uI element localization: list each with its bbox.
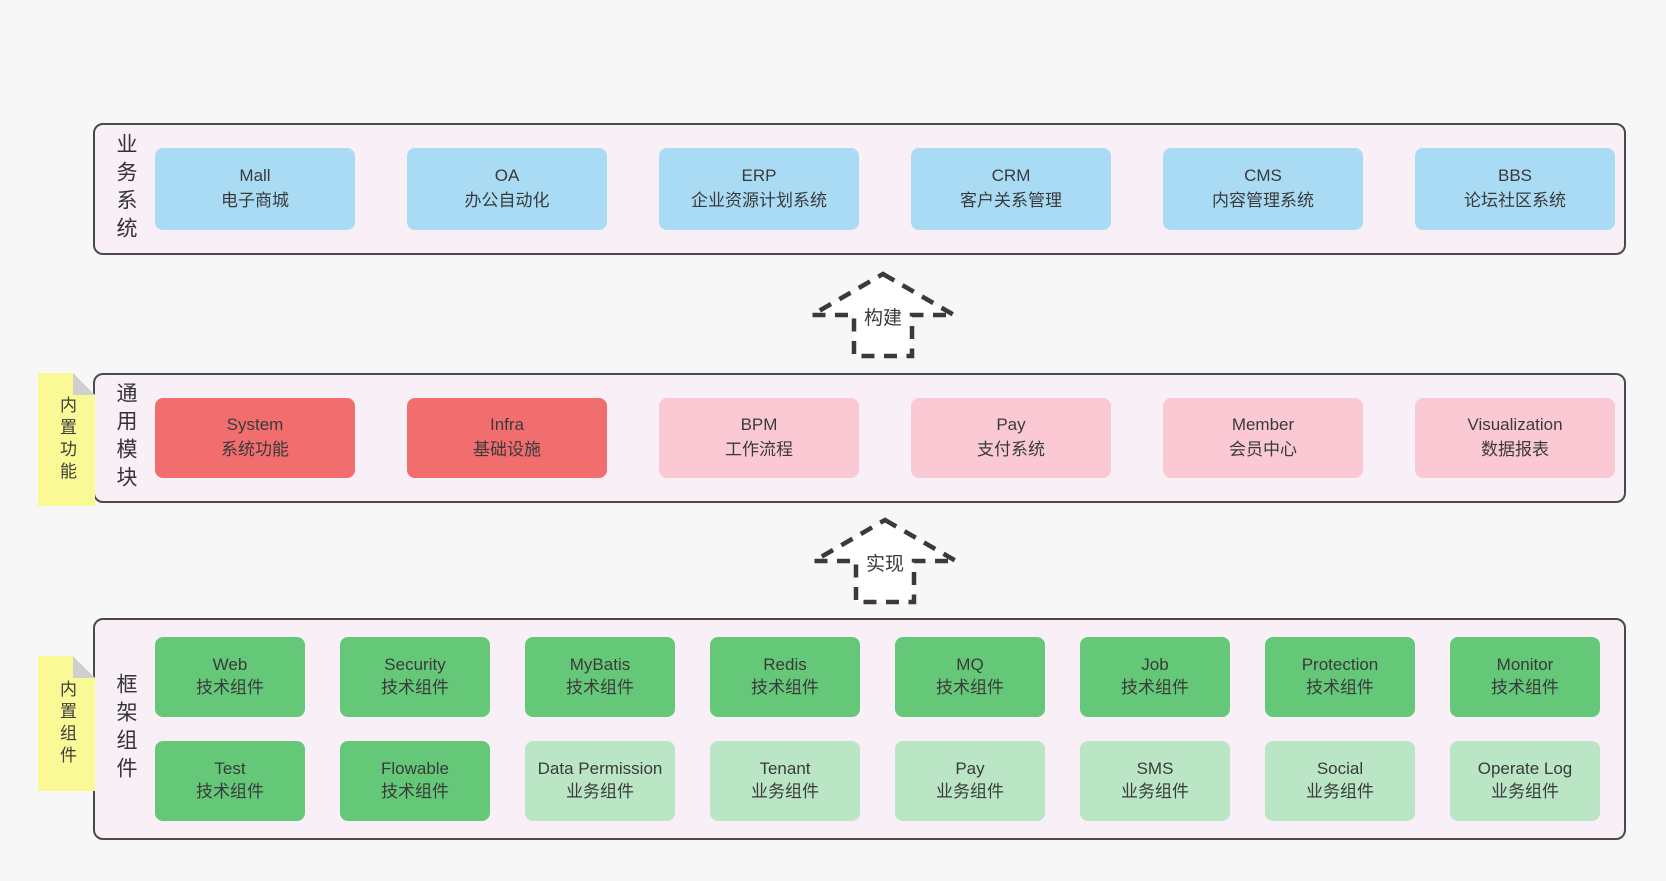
arrow-label: 实现 — [866, 553, 904, 575]
framework-components-row-2: Test 技术组件 Flowable 技术组件 Data Permission … — [155, 741, 1600, 821]
band-business-systems: 业务系统 Mall 电子商城 OA 办公自动化 ERP 企业资源计划系统 CRM… — [93, 123, 1626, 255]
band-label-framework-components: 框架组件 — [114, 673, 137, 785]
sticky-fold-corner-icon — [73, 656, 95, 678]
common-modules-boxes: System 系统功能 Infra 基础设施 BPM 工作流程 Pay 支付系统… — [155, 398, 1615, 478]
component-box-protection: Protection 技术组件 — [1265, 637, 1415, 717]
arrow-label-bg — [863, 550, 907, 576]
component-box-security: Security 技术组件 — [340, 637, 490, 717]
band-common-modules: 内置功能 通用模块 System 系统功能 Infra 基础设施 BPM 工作流… — [93, 373, 1626, 503]
module-box-bpm: BPM 工作流程 — [659, 398, 859, 478]
module-box-member: Member 会员中心 — [1163, 398, 1363, 478]
framework-components-rows: Web 技术组件 Security 技术组件 MyBatis 技术组件 Redi… — [155, 637, 1600, 821]
arrow-implement: 实现 — [810, 517, 960, 605]
component-box-monitor: Monitor 技术组件 — [1450, 637, 1600, 717]
component-box-redis: Redis 技术组件 — [710, 637, 860, 717]
sticky-fold-corner-icon — [73, 373, 95, 395]
module-box-infra: Infra 基础设施 — [407, 398, 607, 478]
component-box-test: Test 技术组件 — [155, 741, 305, 821]
component-box-pay: Pay 业务组件 — [895, 741, 1045, 821]
module-box-oa: OA 办公自动化 — [407, 148, 607, 230]
band-label-common-modules: 通用模块 — [114, 382, 137, 494]
module-box-bbs: BBS 论坛社区系统 — [1415, 148, 1615, 230]
arrow-label-bg — [861, 304, 905, 330]
business-systems-boxes: Mall 电子商城 OA 办公自动化 ERP 企业资源计划系统 CRM 客户关系… — [155, 148, 1615, 230]
component-box-social: Social 业务组件 — [1265, 741, 1415, 821]
component-box-tenant: Tenant 业务组件 — [710, 741, 860, 821]
component-box-data-permission: Data Permission 业务组件 — [525, 741, 675, 821]
component-box-mybatis: MyBatis 技术组件 — [525, 637, 675, 717]
module-box-system: System 系统功能 — [155, 398, 355, 478]
sticky-note-built-in-components: 内置组件 — [38, 656, 95, 791]
band-label-business-systems: 业务系统 — [114, 133, 137, 245]
module-box-erp: ERP 企业资源计划系统 — [659, 148, 859, 230]
module-box-pay: Pay 支付系统 — [911, 398, 1111, 478]
component-box-mq: MQ 技术组件 — [895, 637, 1045, 717]
band-framework-components: 内置组件 框架组件 Web 技术组件 Security 技术组件 MyBatis… — [93, 618, 1626, 840]
arrow-build: 构建 — [808, 271, 958, 359]
sticky-note-built-in-features: 内置功能 — [38, 373, 95, 506]
framework-components-row-1: Web 技术组件 Security 技术组件 MyBatis 技术组件 Redi… — [155, 637, 1600, 717]
component-box-job: Job 技术组件 — [1080, 637, 1230, 717]
module-box-cms: CMS 内容管理系统 — [1163, 148, 1363, 230]
module-box-visualization: Visualization 数据报表 — [1415, 398, 1615, 478]
component-box-web: Web 技术组件 — [155, 637, 305, 717]
component-box-operate-log: Operate Log 业务组件 — [1450, 741, 1600, 821]
module-box-mall: Mall 电子商城 — [155, 148, 355, 230]
arrow-label: 构建 — [864, 307, 902, 329]
module-box-crm: CRM 客户关系管理 — [911, 148, 1111, 230]
component-box-flowable: Flowable 技术组件 — [340, 741, 490, 821]
component-box-sms: SMS 业务组件 — [1080, 741, 1230, 821]
